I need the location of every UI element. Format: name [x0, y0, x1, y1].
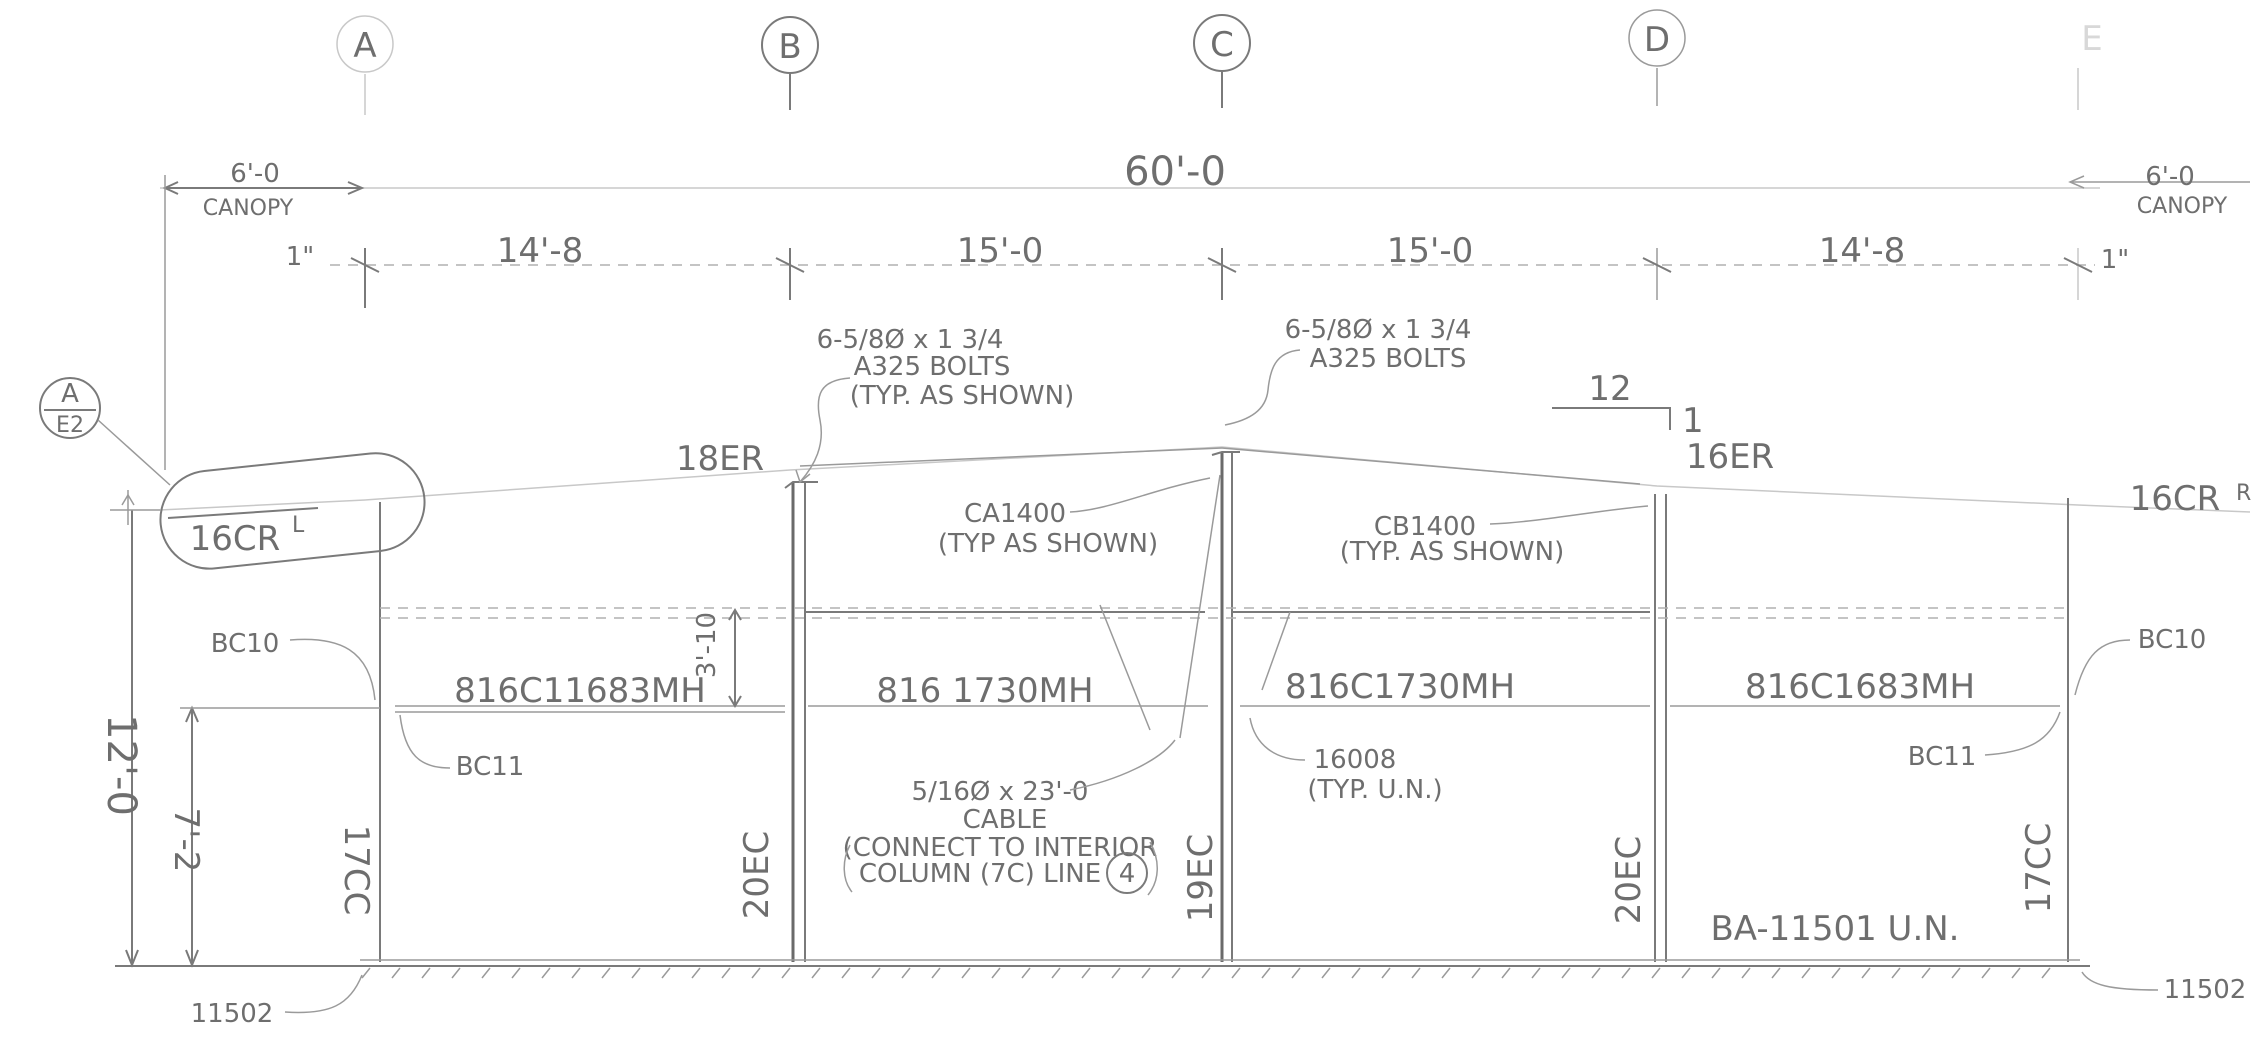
- callout-cb1400: CB1400 (TYP. AS SHOWN): [1340, 505, 1649, 567]
- roof-rafters: 18ER 16ER: [159, 437, 2251, 513]
- bay-cd-dim: 15'-0: [1387, 231, 1474, 271]
- grid-label-e: E: [2081, 19, 2102, 59]
- canopy-rafter-left: 16CR L: [121, 452, 426, 570]
- section-mark-bottom: E2: [56, 413, 84, 438]
- canopy-left-dim: 6'-0: [230, 159, 280, 189]
- roof-pitch: 12 1: [1552, 369, 1704, 441]
- girt-line: 816C11683MH 816 1730MH 816C1730MH 816C16…: [380, 607, 2068, 713]
- girt-cd-label: 816C1730MH: [1285, 667, 1515, 707]
- bolts-b-note: (TYP. AS SHOWN): [850, 381, 1074, 411]
- floor-line: [115, 959, 2090, 979]
- grid-line-b: B: [761, 16, 819, 110]
- callout-ca1400: CA1400 (TYP AS SHOWN): [938, 477, 1211, 559]
- column-b-label: 20EC: [737, 831, 777, 920]
- callout-bc10-left: BC10: [211, 629, 376, 701]
- grid-label-d: D: [1644, 20, 1670, 60]
- overall-dim-label: 60'-0: [1124, 149, 1226, 195]
- column-c: 19EC: [1181, 451, 1240, 962]
- section-mark: A E2: [39, 377, 171, 486]
- girt-de-label: 816C1683MH: [1745, 667, 1975, 707]
- girt-drop-dimension: 3'-10: [692, 608, 742, 708]
- bolts-b-type: A325 BOLTS: [854, 352, 1011, 382]
- canopy-rafter-left-label: 16CR: [190, 519, 281, 559]
- girt-bc-label: 816 1730MH: [876, 671, 1093, 711]
- base-right-label: 11502: [2164, 975, 2247, 1005]
- canopy-rafter-right-label: 16CR: [2130, 479, 2221, 519]
- base-note: BA-11501 U.N.: [1710, 909, 1959, 949]
- cable-size: 5/16Ø x 23'-0: [912, 777, 1089, 807]
- bay-de-dim: 14'-8: [1819, 231, 1906, 271]
- canopy-right-label: CANOPY: [2137, 194, 2228, 219]
- canopy-rafter-left-sup: L: [292, 513, 305, 538]
- height-eave-label: 7'-2: [166, 808, 206, 873]
- callout-16008: 16008 (TYP. U.N.): [1249, 717, 1443, 805]
- callout-base-left: 11502: [191, 974, 363, 1029]
- cable-label: CABLE: [963, 805, 1048, 835]
- grid-label-a: A: [353, 26, 376, 66]
- girt-ab-label: 816C11683MH: [454, 671, 706, 711]
- bay-bc-dim: 15'-0: [957, 231, 1044, 271]
- base-note-label: BA-11501 U.N.: [1710, 909, 1959, 949]
- overall-dimension: 60'-0: [160, 149, 2100, 195]
- clip-16008-label: 16008: [1314, 745, 1397, 775]
- canopy-right-dim: 6'-0: [2145, 162, 2195, 192]
- column-a: 17CC: [336, 502, 381, 962]
- cable-note-1: (CONNECT TO INTERIOR: [843, 833, 1158, 863]
- girt-drop-label: 3'-10: [692, 612, 722, 678]
- rafter-left-label: 18ER: [676, 439, 764, 479]
- bay-dimension-string: 1" 1" 14'-8 15'-0 15'-0 14'-8: [286, 231, 2130, 308]
- callout-base-right: 11502: [2081, 971, 2247, 1005]
- bc11-left-label: BC11: [456, 752, 525, 782]
- bay-ab-dim: 14'-8: [497, 231, 584, 271]
- column-c-label: 19EC: [1181, 834, 1221, 923]
- grid-line-d: D: [1628, 9, 1686, 106]
- grid-line-e: E: [2077, 19, 2103, 110]
- clip-16008-note: (TYP. U.N.): [1307, 775, 1442, 805]
- section-mark-top: A: [61, 379, 79, 409]
- pitch-run: 12: [1588, 369, 1631, 409]
- callout-bolts-c: 6-5/8Ø x 1 3/4 A325 BOLTS: [1224, 315, 1472, 426]
- column-d: 20EC: [1609, 494, 1667, 962]
- callout-bc10-right: BC10: [2074, 625, 2207, 696]
- clip-cb-label: CB1400: [1374, 512, 1476, 542]
- bc10-left-label: BC10: [211, 629, 280, 659]
- column-e-label: 17CC: [2019, 823, 2059, 914]
- grid-label-c: C: [1210, 25, 1234, 65]
- clip-cb-note: (TYP. AS SHOWN): [1340, 537, 1564, 567]
- canopy-rafter-right: 16CR R: [2130, 479, 2252, 519]
- canopy-right-dimension: 6'-0 CANOPY: [2068, 162, 2250, 219]
- clip-ca-note: (TYP AS SHOWN): [938, 529, 1158, 559]
- height-dimensions: 12'-0 7'-2: [98, 509, 380, 968]
- column-e: 17CC: [2019, 498, 2069, 962]
- grid-line-c: C: [1193, 14, 1251, 108]
- bc10-right-label: BC10: [2138, 625, 2207, 655]
- bc11-right-label: BC11: [1908, 742, 1977, 772]
- canopy-rafter-right-sup: R: [2236, 481, 2251, 506]
- offset-left-dim: 1": [286, 242, 315, 272]
- clip-ca-label: CA1400: [964, 499, 1066, 529]
- grid-label-b: B: [778, 27, 801, 67]
- grid-line-a: A: [336, 15, 394, 115]
- canopy-left-dimension: 6'-0 CANOPY: [162, 159, 365, 470]
- bolts-b-qty: 6-5/8Ø x 1 3/4: [817, 325, 1004, 355]
- canopy-left-label: CANOPY: [203, 196, 294, 221]
- column-b: 20EC: [737, 481, 818, 962]
- rafter-right-label: 16ER: [1686, 437, 1774, 477]
- bolts-c-type: A325 BOLTS: [1310, 344, 1467, 374]
- callout-cable: 5/16Ø x 23'-0 CABLE (CONNECT TO INTERIOR…: [843, 474, 1291, 896]
- cable-note-2: COLUMN (7C) LINE: [859, 859, 1101, 889]
- callout-bolts-b: 6-5/8Ø x 1 3/4 A325 BOLTS (TYP. AS SHOWN…: [795, 325, 1074, 484]
- column-d-label: 20EC: [1609, 836, 1649, 925]
- offset-right-dim: 1": [2101, 245, 2130, 275]
- height-total-label: 12'-0: [98, 714, 144, 816]
- callout-bc11-right: BC11: [1908, 711, 2061, 772]
- base-left-label: 11502: [191, 999, 274, 1029]
- bolts-c-qty: 6-5/8Ø x 1 3/4: [1285, 315, 1472, 345]
- cable-line-number: 4: [1119, 859, 1136, 889]
- column-a-label: 17CC: [336, 825, 376, 916]
- pitch-rise: 1: [1682, 401, 1704, 441]
- callout-bc11-left: BC11: [399, 714, 525, 782]
